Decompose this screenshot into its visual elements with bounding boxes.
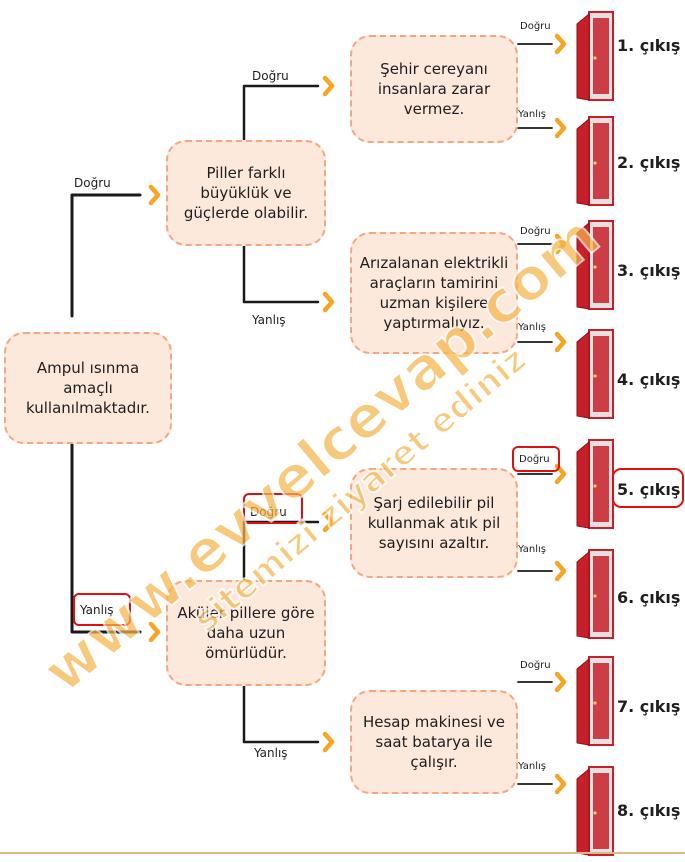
label-exit6-false: Yanlış	[518, 544, 546, 555]
node-q-true: Piller farklı büyüklük ve güçlerde olabi…	[166, 140, 326, 246]
highlight-root-false	[73, 593, 131, 626]
door-icon	[576, 329, 614, 419]
arrow-root-true	[148, 184, 161, 206]
label-root-true: Doğru	[74, 176, 111, 190]
exit-6: 6. çıkış	[617, 588, 681, 607]
exit-4: 4. çıkış	[617, 370, 681, 389]
connector-root-true	[70, 193, 142, 318]
connector-q-false-false	[242, 684, 320, 744]
arrow-exit-1	[554, 33, 567, 55]
label-exit7-true: Doğru	[520, 660, 551, 671]
arrow-exit-2	[554, 117, 567, 139]
label-root-false: Yanlış	[80, 603, 114, 617]
highlight-q-false-true	[243, 493, 303, 524]
door-icon	[576, 656, 614, 746]
arrow-root-false	[148, 621, 161, 643]
arrow-exit-7	[554, 671, 567, 693]
label-q-false-false: Yanlış	[254, 746, 288, 760]
connector-q-false-true	[242, 520, 320, 582]
highlight-exit5-true	[512, 446, 560, 472]
exit-3: 3. çıkış	[617, 261, 681, 280]
exit-2: 2. çıkış	[617, 153, 681, 172]
highlight-exit-5	[612, 468, 684, 508]
page-bottom-border	[0, 852, 685, 862]
node-q-false: Aküler pillere göre daha uzun ömürlüdür.	[166, 580, 326, 686]
node-q-true-false: Arızalanan elektrikli araçların tamirini…	[350, 232, 518, 354]
door-icon	[576, 766, 614, 856]
arrow-q-false-false	[322, 731, 335, 753]
connector-q-true-false	[242, 244, 320, 304]
exit-8: 8. çıkış	[617, 801, 681, 820]
door-icon	[576, 11, 614, 101]
label-q-true-false: Yanlış	[252, 313, 286, 327]
node-q-true-true: Şehir cereyanı insanlara zarar vermez.	[350, 35, 518, 143]
arrow-exit-8	[554, 773, 567, 795]
arrow-exit-6	[554, 560, 567, 582]
node-q-false-true: Şarj edilebilir pil kullanmak atık pil s…	[350, 468, 518, 578]
door-icon	[576, 549, 614, 639]
door-icon	[576, 439, 614, 529]
exit-1: 1. çıkış	[617, 36, 681, 55]
label-exit3-true: Doğru	[520, 226, 551, 237]
arrow-q-false-true	[322, 511, 335, 533]
door-icon	[576, 116, 614, 206]
label-exit5-true: Doğru	[519, 454, 550, 465]
label-exit4-false: Yanlış	[518, 322, 546, 333]
door-icon	[576, 220, 614, 310]
connector-q-true-true	[242, 84, 320, 142]
arrow-exit-4	[554, 331, 567, 353]
arrow-q-true-true	[322, 75, 335, 97]
label-q-true-true: Doğru	[252, 69, 289, 83]
label-exit2-false: Yanlış	[518, 109, 546, 120]
node-root: Ampul ısınma amaçlı kullanılmaktadır.	[4, 332, 172, 444]
exit-7: 7. çıkış	[617, 697, 681, 716]
exit-5: 5. çıkış	[617, 480, 681, 499]
label-exit8-false: Yanlış	[518, 761, 546, 772]
arrow-exit-3	[554, 233, 567, 255]
connector-root-false	[70, 422, 142, 634]
arrow-q-true-false	[322, 291, 335, 313]
node-q-false-false: Hesap makinesi ve saat batarya ile çalış…	[350, 690, 518, 794]
label-q-false-true: Doğru	[250, 505, 287, 519]
label-exit1-true: Doğru	[520, 21, 551, 32]
